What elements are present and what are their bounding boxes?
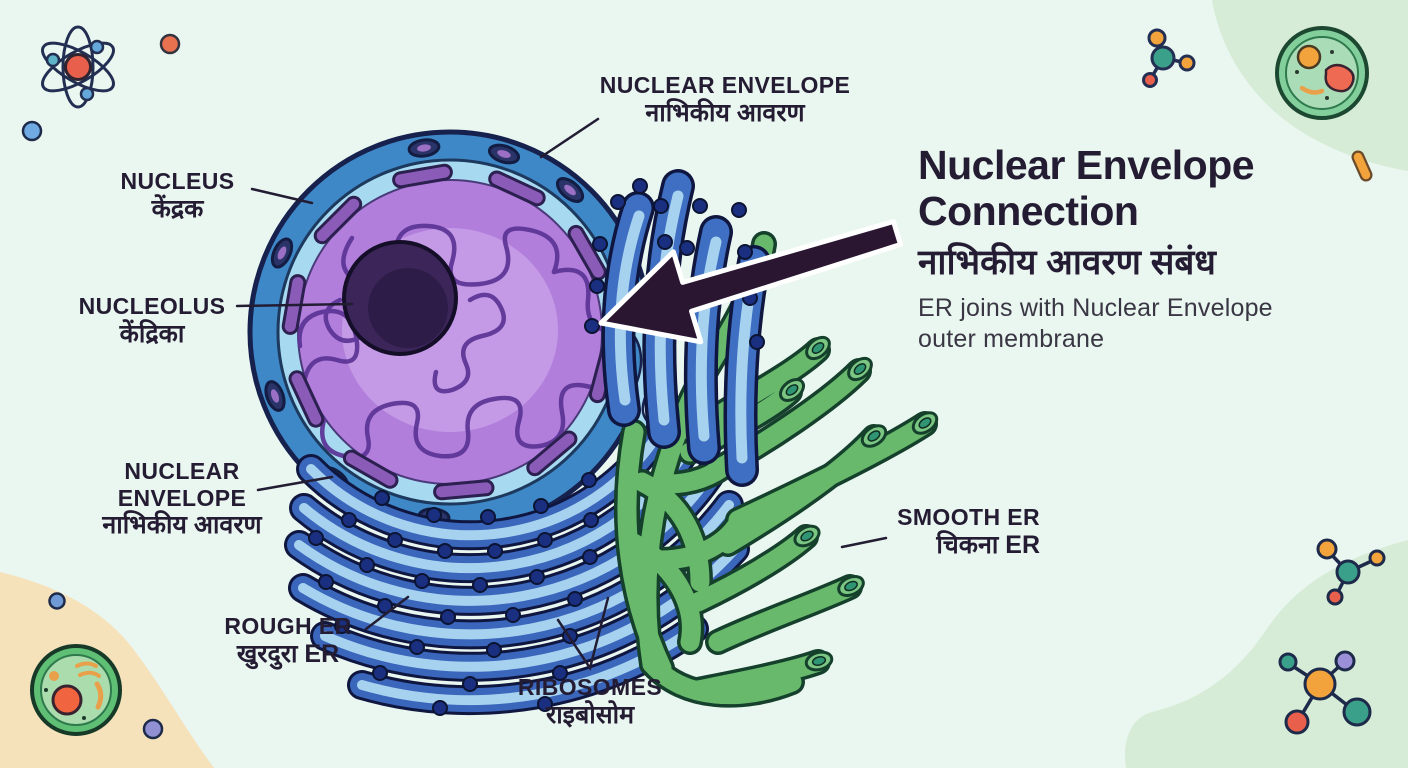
label-en: ROUGH ER (224, 613, 352, 639)
pointer-lines (235, 117, 888, 672)
page-title-hindi: नाभिकीय आवरण संबंध (918, 242, 1216, 282)
label-nuclear-envelope-top: NUCLEAR ENVELOPE नाभिकीय आवरण (575, 72, 875, 128)
nucleolus (342, 240, 458, 356)
label-ribosomes: RIBOSOMES राइबोसोम (490, 674, 690, 730)
ribosome-dots (308, 444, 692, 716)
pill-icon (1351, 150, 1373, 182)
nucleus-illustration (247, 129, 668, 535)
molecule-icon-bottom-right-large (1278, 650, 1372, 735)
pointer-nuclear-envelope-top (539, 117, 600, 159)
label-hi: केंद्रिका (119, 319, 185, 348)
label-smooth-er: SMOOTH ER चिकना ER (855, 504, 1040, 560)
atom-icon (41, 25, 115, 109)
label-hi: खुरदुरा ER (236, 639, 340, 668)
subtitle-line1: ER joins with Nuclear Envelope (918, 293, 1273, 322)
page-title-line2: Connection (918, 188, 1139, 235)
smooth-er-tube-mouths (778, 335, 939, 672)
pointer-rough-er (364, 595, 410, 631)
molecule-icon-bottom-right-small (1316, 538, 1386, 606)
label-hi: राइबोसोम (545, 700, 635, 729)
page-subtitle: ER joins with Nuclear Envelope outer mem… (918, 293, 1358, 355)
label-en: NUCLEAR ENVELOPE (599, 72, 851, 98)
pointer-ribosomes (556, 596, 610, 672)
label-hi: नाभिकीय आवरण (645, 98, 805, 127)
label-en-line1: NUCLEAR (124, 458, 240, 484)
title-block: Nuclear Envelope Connection नाभिकीय आवरण… (918, 142, 1358, 355)
label-en-line2: ENVELOPE (117, 484, 247, 511)
subtitle-line2: outer membrane (918, 324, 1105, 353)
cell-icon-top-right (1275, 26, 1369, 120)
pointer-nuclear-envelope-left (256, 475, 334, 492)
page-title-line1: Nuclear Envelope (918, 142, 1255, 188)
label-en: NUCLEUS (120, 168, 235, 194)
label-nucleolus: NUCLEOLUS केंद्रिका (62, 293, 242, 349)
label-hi: केंद्रक (151, 194, 204, 223)
label-hi: चिकना ER (936, 530, 1040, 559)
molecule-icon-top-right (1142, 28, 1196, 88)
pointer-nucleus (250, 187, 314, 205)
label-nucleus: NUCLEUS केंद्रक (95, 168, 260, 224)
label-en: SMOOTH ER (897, 504, 1040, 530)
label-hi: नाभिकीय आवरण (102, 511, 262, 540)
label-nuclear-envelope-left: NUCLEAR ENVELOPE नाभिकीय आवरण (92, 458, 272, 540)
inner-membrane-dashes (281, 163, 618, 501)
ribosome-dots (584, 178, 765, 350)
dot-accents (21, 33, 181, 740)
label-en: NUCLEOLUS (78, 293, 226, 319)
connection-arrow (598, 219, 903, 345)
cell-icon-bottom-left (30, 644, 122, 736)
pointer-smooth-er (840, 536, 888, 549)
pointer-nucleolus (235, 302, 354, 308)
label-rough-er: ROUGH ER खुरदुरा ER (198, 613, 378, 669)
label-en: RIBOSOMES (517, 674, 663, 700)
